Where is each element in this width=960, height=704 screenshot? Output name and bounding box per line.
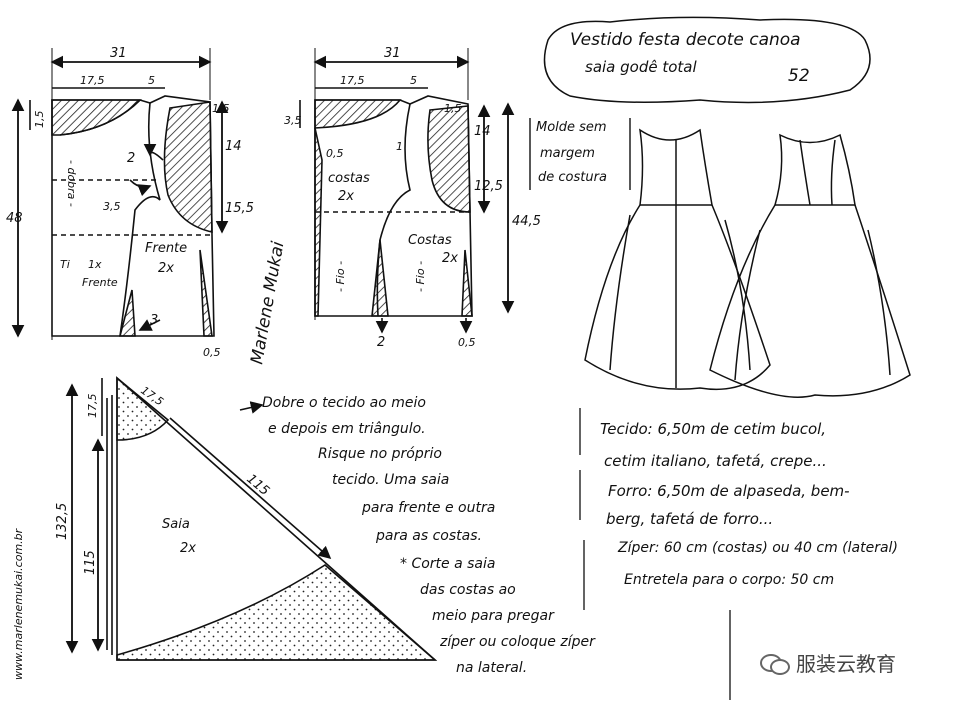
front-neck-width: 17,5 [80,74,105,87]
skirt-pattern [65,376,438,661]
back-count1: 2x [338,189,354,204]
back-fio-2: - Fio - [414,261,427,292]
back-pt1: 1 [396,140,403,153]
skirt-left-inner: 115 [83,550,98,575]
front-height: 48 [6,211,23,226]
watermark: 服装云教育 [760,648,896,677]
front-label: Frente [145,241,187,256]
dress-sketch-front [709,133,911,398]
back-pt05: 0,5 [326,147,344,160]
back-arm2: 12,5 [474,179,503,194]
molde-line2: margem [540,146,595,161]
back-bottom2: 2 [377,335,385,350]
materials-3: Forro: 6,50m de alpaseda, bem- [608,482,850,500]
front-pt2: 2 [127,151,135,166]
molde-line3: de costura [538,170,607,185]
molde-bracket [529,118,631,190]
back-bodice-pattern [299,48,515,334]
fold-note-6: para as costas. [376,528,482,544]
front-dobra: - dobra - [65,160,78,207]
cut-note-3: meio para pregar [432,608,554,624]
fold-note-5: para frente e outra [362,500,496,516]
molde-line1: Molde sem [536,120,607,135]
materials-2: cetim italiano, tafetá, crepe... [604,452,827,470]
back-label1: costas [328,171,370,186]
materials-6: Entretela para o corpo: 50 cm [624,572,835,588]
back-label2: Costas [408,233,452,248]
skirt-side-b: 17,5 [86,394,99,419]
fold-note-3: Risque no próprio [318,446,442,462]
back-height: 44,5 [512,214,541,229]
back-corner: 1,5 [444,102,462,115]
front-width-top: 31 [110,46,127,61]
front-count: 2x [158,261,174,276]
watermark-text: 服装云教育 [796,652,896,676]
fold-note-2: e depois em triângulo. [268,421,426,437]
front-neck-drop: 1,5 [33,111,46,129]
back-neck-drop: 3,5 [284,114,302,127]
back-shoulder: 5 [410,74,417,87]
skirt-count: 2x [180,541,196,556]
front-pt35: 3,5 [103,200,121,213]
tira-count: 1x [88,258,102,271]
back-bottom05: 0,5 [458,336,476,349]
cut-note-4: zíper ou coloque zíper [440,634,595,650]
site-url: www.marlenemukai.com.br [12,527,25,680]
title-cloud [543,16,871,104]
back-neck-width: 17,5 [340,74,365,87]
front-corner: 1,5 [212,102,230,115]
skirt-left-total: 132,5 [55,503,70,540]
fold-note-1: Dobre o tecido ao meio [262,395,426,411]
back-arm1: 14 [474,124,491,139]
signature: Marlene Mukai [247,240,288,366]
front-arm2: 15,5 [225,201,254,216]
skirt-label: Saia [162,517,190,532]
front-shoulder: 5 [148,74,155,87]
back-width-top: 31 [384,46,401,61]
materials-4: berg, tafetá de forro... [606,510,774,528]
fold-note-4: tecido. Uma saia [332,472,450,488]
front-pt3: 3 [150,313,158,328]
materials-5: Zíper: 60 cm (costas) ou 40 cm (lateral) [618,540,898,556]
back-count2: 2x [442,251,458,266]
cut-note-5: na lateral. [456,660,528,676]
front-arm1: 14 [225,139,242,154]
front-bodice-pattern [11,48,229,340]
wechat-icon [760,652,790,675]
tira-label: Ti [60,258,70,271]
materials-1: Tecido: 6,50m de cetim bucol, [600,420,827,438]
divider-lines [579,408,731,700]
back-fio-1: - Fio - [334,261,347,292]
dress-sketch-back [584,128,771,391]
tira-frente: Frente [82,276,118,289]
title-line2: saia godê total [585,58,697,76]
cut-note-2: das costas ao [420,582,516,598]
title-line1: Vestido festa decote canoa [570,30,801,50]
front-bottom: 0,5 [203,346,221,359]
title-number: 52 [788,66,810,86]
cut-note-1: * Corte a saia [400,556,496,572]
